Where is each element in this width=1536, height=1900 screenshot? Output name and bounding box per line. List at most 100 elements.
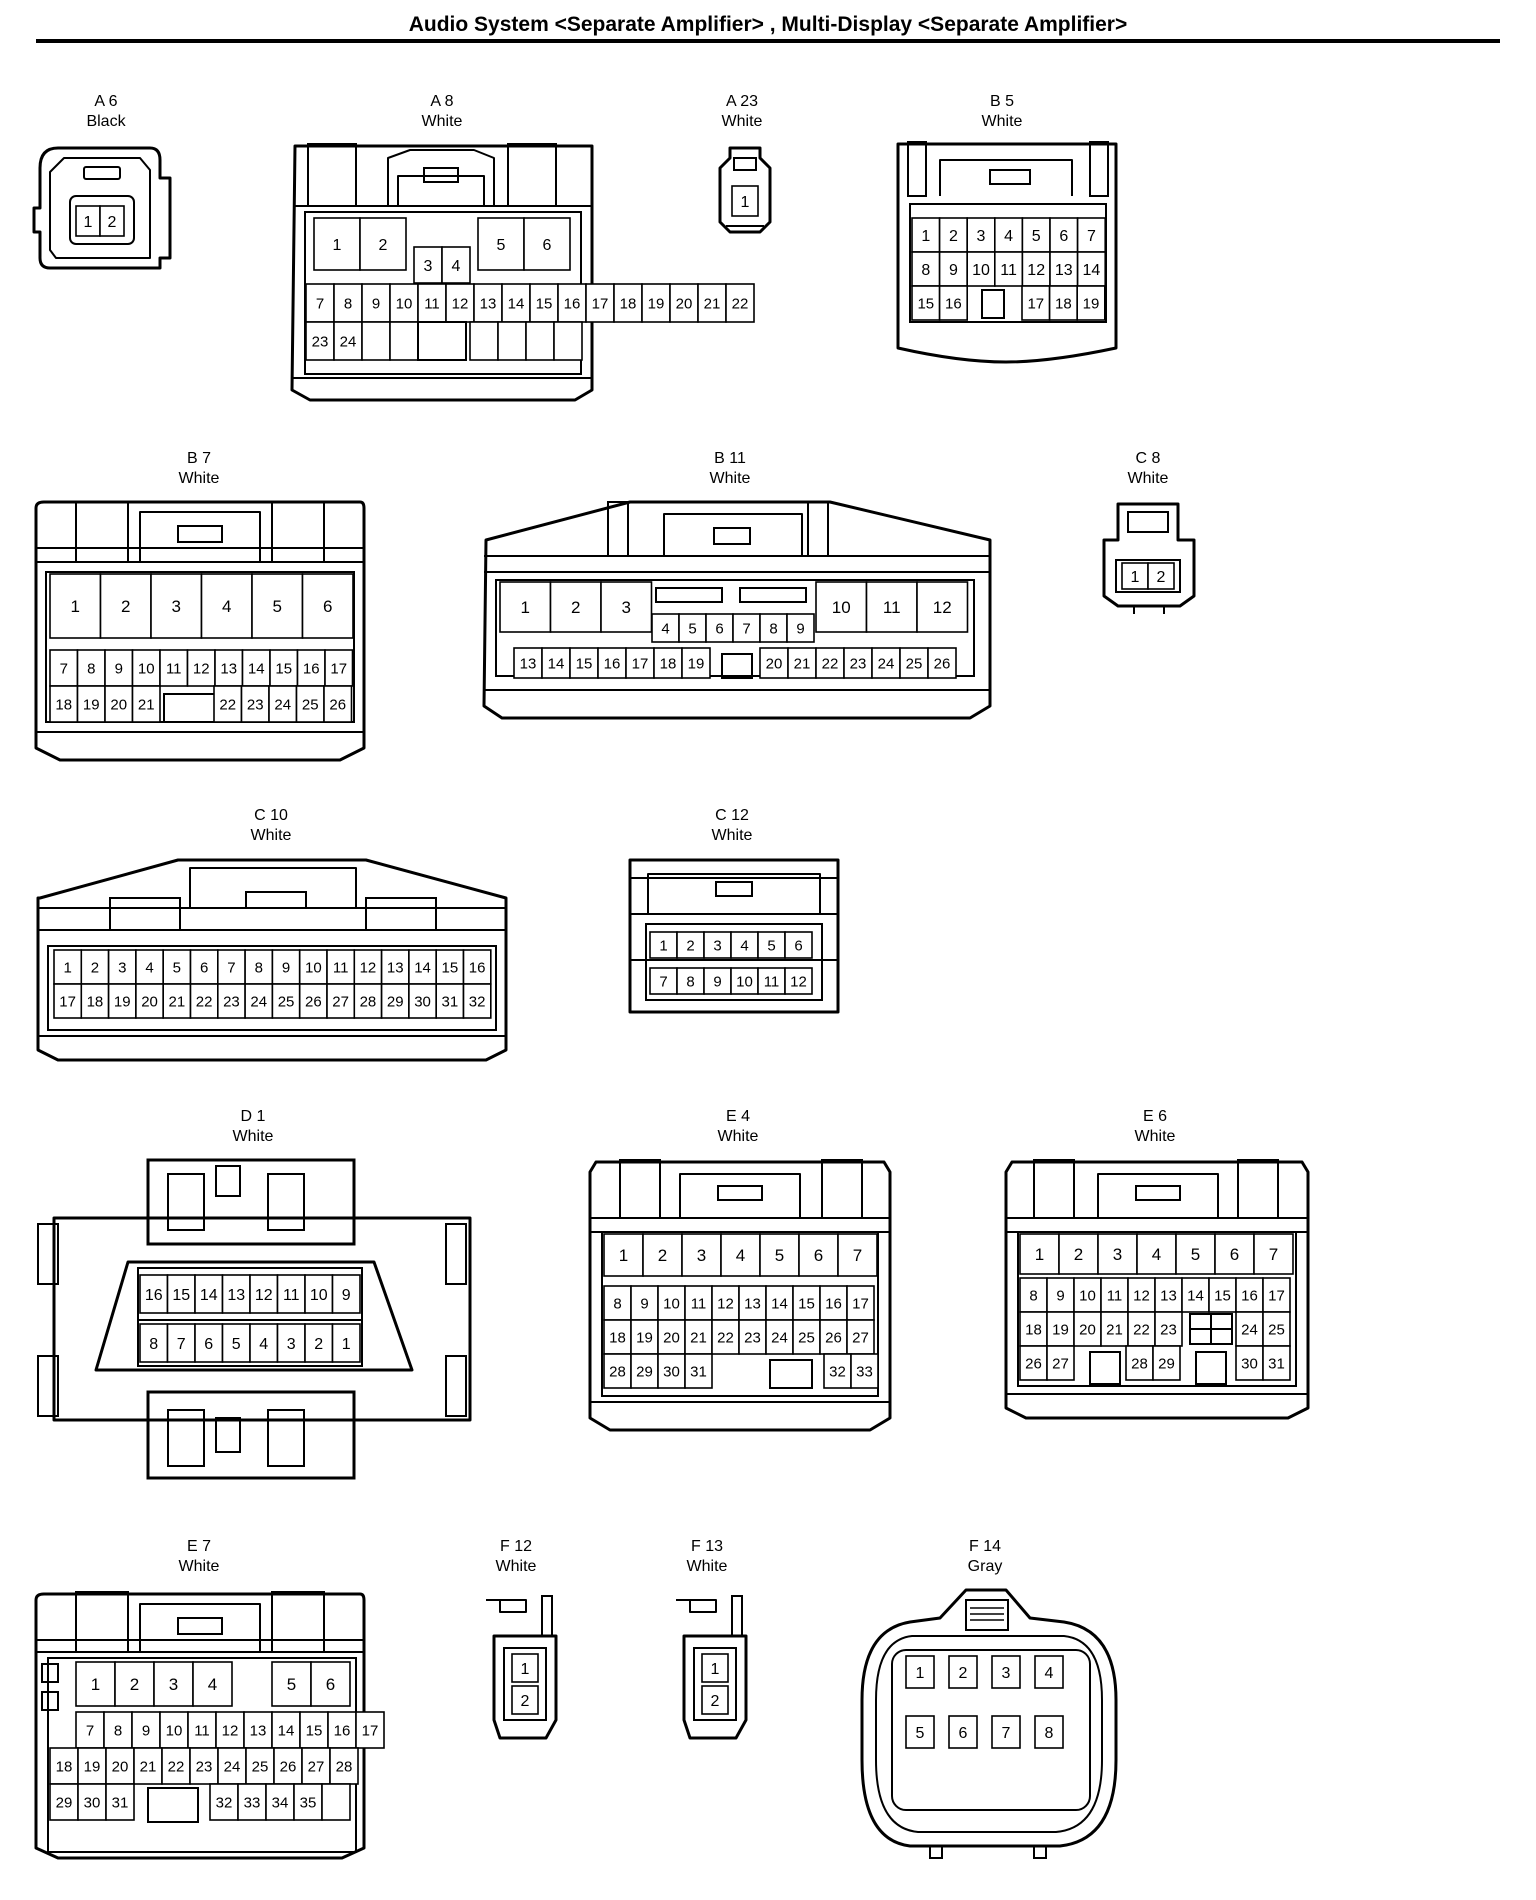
pin-label: 22 xyxy=(717,1329,734,1346)
pin-label: 11 xyxy=(691,1295,707,1312)
pin-label: 2 xyxy=(1157,569,1166,586)
pin-label: 3 xyxy=(287,1336,296,1353)
pin-cell xyxy=(684,1353,713,1389)
pin-label: 22 xyxy=(1133,1321,1150,1338)
pin-label: 5 xyxy=(273,597,282,616)
pin-label: 15 xyxy=(1214,1287,1231,1304)
pin-label: 1 xyxy=(521,598,530,617)
pin-label: 11 xyxy=(194,1722,210,1739)
pin-cell xyxy=(441,246,471,284)
pin-label: 4 xyxy=(222,597,231,616)
pin-label: 11 xyxy=(883,598,901,617)
pin-label: 16 xyxy=(145,1287,163,1304)
pin-label: 8 xyxy=(769,620,777,637)
connector-code: E 6 xyxy=(1142,1108,1167,1125)
pin-cell xyxy=(786,613,815,643)
pin-label: 22 xyxy=(732,295,749,312)
pin-label: 6 xyxy=(204,1336,213,1353)
pin-label: 20 xyxy=(110,696,127,713)
pin-cell xyxy=(905,1655,935,1689)
pin-label: 1 xyxy=(711,1661,720,1678)
pin-label: 8 xyxy=(149,1336,158,1353)
pin-cell xyxy=(1253,1233,1294,1275)
pin-cell xyxy=(927,647,957,679)
pin-cell xyxy=(701,1653,729,1683)
pin-label: 21 xyxy=(1106,1321,1123,1338)
pin-cell xyxy=(271,983,301,1019)
pin-cell xyxy=(1058,1233,1099,1275)
pin-cell xyxy=(189,1747,219,1785)
pin-cell xyxy=(630,1319,659,1355)
connector-code: E 4 xyxy=(725,1108,750,1125)
pin-label: 12 xyxy=(193,660,210,677)
pin-cell xyxy=(326,983,356,1019)
pin-cell xyxy=(511,1685,539,1715)
pin-label: 4 xyxy=(661,620,669,637)
pin-label: 6 xyxy=(323,597,332,616)
pin-cell xyxy=(1181,1277,1210,1313)
pin-label: 19 xyxy=(648,295,665,312)
pin-label: 7 xyxy=(1002,1725,1011,1742)
pin-label: 1 xyxy=(91,1675,100,1694)
connector-color: White xyxy=(686,1558,728,1575)
pin-label: 27 xyxy=(332,993,349,1010)
pin-label: 17 xyxy=(330,660,347,677)
pin-label: 12 xyxy=(1027,262,1045,279)
pin-cell xyxy=(703,967,732,995)
pin-cell xyxy=(194,1274,224,1314)
pin-label: 18 xyxy=(55,696,72,713)
pin-label: 13 xyxy=(220,660,237,677)
pin-label: 13 xyxy=(480,295,497,312)
pin-cell xyxy=(916,581,969,633)
pin-label: 5 xyxy=(688,620,696,637)
pin-label: 14 xyxy=(248,660,265,677)
pin-cell xyxy=(1073,1311,1102,1347)
pin-label: 2 xyxy=(1074,1245,1083,1264)
pin-cell xyxy=(194,1323,224,1363)
pin-label: 14 xyxy=(414,959,431,976)
pin-cell xyxy=(1147,562,1175,590)
pin-label: 4 xyxy=(736,1246,745,1265)
pin-cell xyxy=(911,251,941,287)
pin-cell xyxy=(268,685,298,723)
pin-label: 7 xyxy=(227,959,235,976)
pin-label: 9 xyxy=(640,1295,648,1312)
pin-cell xyxy=(1152,1345,1181,1381)
pin-label: 13 xyxy=(744,1295,761,1312)
pin-label: 28 xyxy=(1131,1355,1148,1372)
pin-cell xyxy=(331,1323,361,1363)
pin-label: 10 xyxy=(396,295,413,312)
pin-cell xyxy=(361,321,391,361)
pin-cell xyxy=(738,1285,767,1321)
pin-label: 1 xyxy=(741,194,750,211)
pin-cell xyxy=(299,1711,329,1749)
pin-label: 6 xyxy=(814,1246,823,1265)
pin-label: 33 xyxy=(244,1794,261,1811)
connector-color: White xyxy=(250,827,292,844)
pin-label: 9 xyxy=(372,295,380,312)
pin-label: 2 xyxy=(379,237,388,254)
pin-cell xyxy=(711,1285,740,1321)
pin-cell xyxy=(525,321,555,361)
pin-label: 21 xyxy=(690,1329,707,1346)
pin-cell xyxy=(49,573,102,639)
pin-cell xyxy=(850,1353,879,1389)
pin-label: 1 xyxy=(63,959,71,976)
pin-label: 2 xyxy=(521,1693,530,1710)
pin-cell xyxy=(701,1685,729,1715)
pin-cell xyxy=(681,647,711,679)
pin-cell xyxy=(241,649,271,687)
pin-label: 19 xyxy=(636,1329,653,1346)
pin-cell xyxy=(784,967,813,995)
pin-cell xyxy=(103,1711,133,1749)
pin-label: 31 xyxy=(112,1794,129,1811)
page-title: Audio System <Separate Amplifier> , Mult… xyxy=(408,13,1128,36)
pin-cell xyxy=(1262,1345,1291,1381)
